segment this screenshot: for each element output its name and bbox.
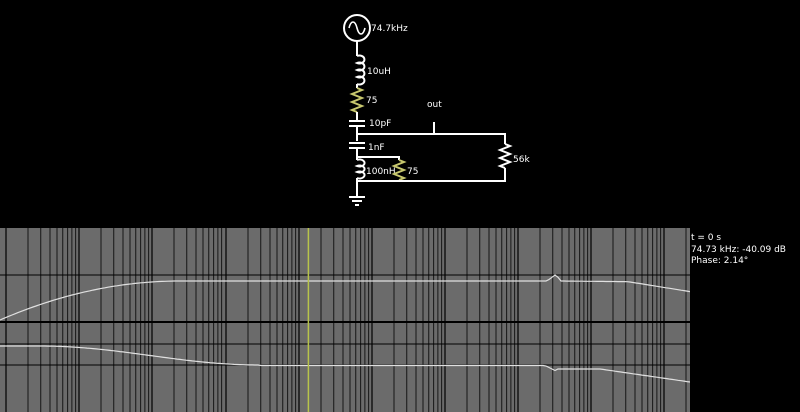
wire-branch bbox=[357, 156, 400, 160]
ground-icon bbox=[349, 196, 365, 206]
magnitude-trace bbox=[0, 274, 690, 321]
inductor-10uh[interactable] bbox=[354, 54, 366, 86]
capacitor-1nf[interactable] bbox=[349, 142, 365, 149]
wire-bottom-rail bbox=[356, 168, 506, 182]
resistor3-label: 56k bbox=[513, 155, 530, 165]
inductor-100nh[interactable] bbox=[354, 158, 366, 180]
time-readout: t = 0 s bbox=[691, 233, 722, 243]
scope-readout: t = 0 s 74.73 kHz: -40.09 dB Phase: 2.14… bbox=[691, 233, 786, 268]
capacitor2-label: 1nF bbox=[368, 143, 385, 153]
output-label: out bbox=[427, 100, 442, 110]
phase-readout: Phase: 2.14° bbox=[691, 256, 749, 266]
circuit-schematic[interactable]: 74.7kHz 10uH 75 10pF out 1nF 100nH 75 bbox=[0, 0, 800, 228]
phase-trace bbox=[0, 345, 690, 383]
inductor2-label: 100nH bbox=[366, 167, 396, 177]
plot-background bbox=[0, 228, 690, 412]
capacitor-10pf[interactable] bbox=[349, 120, 365, 127]
wire-top-rail bbox=[357, 133, 506, 144]
resistor-75-parallel[interactable] bbox=[391, 159, 407, 181]
resistor-75-series[interactable] bbox=[349, 87, 365, 113]
capacitor1-label: 10pF bbox=[369, 119, 391, 129]
bode-plot[interactable] bbox=[0, 228, 690, 412]
ac-source[interactable] bbox=[343, 14, 371, 42]
inductor1-label: 10uH bbox=[367, 67, 391, 77]
resistor-56k[interactable] bbox=[497, 143, 513, 169]
frequency-db-readout: 74.73 kHz: -40.09 dB bbox=[691, 244, 786, 255]
resistor1-label: 75 bbox=[366, 96, 377, 106]
source-frequency-label: 74.7kHz bbox=[371, 24, 408, 34]
resistor2-label: 75 bbox=[407, 167, 418, 177]
